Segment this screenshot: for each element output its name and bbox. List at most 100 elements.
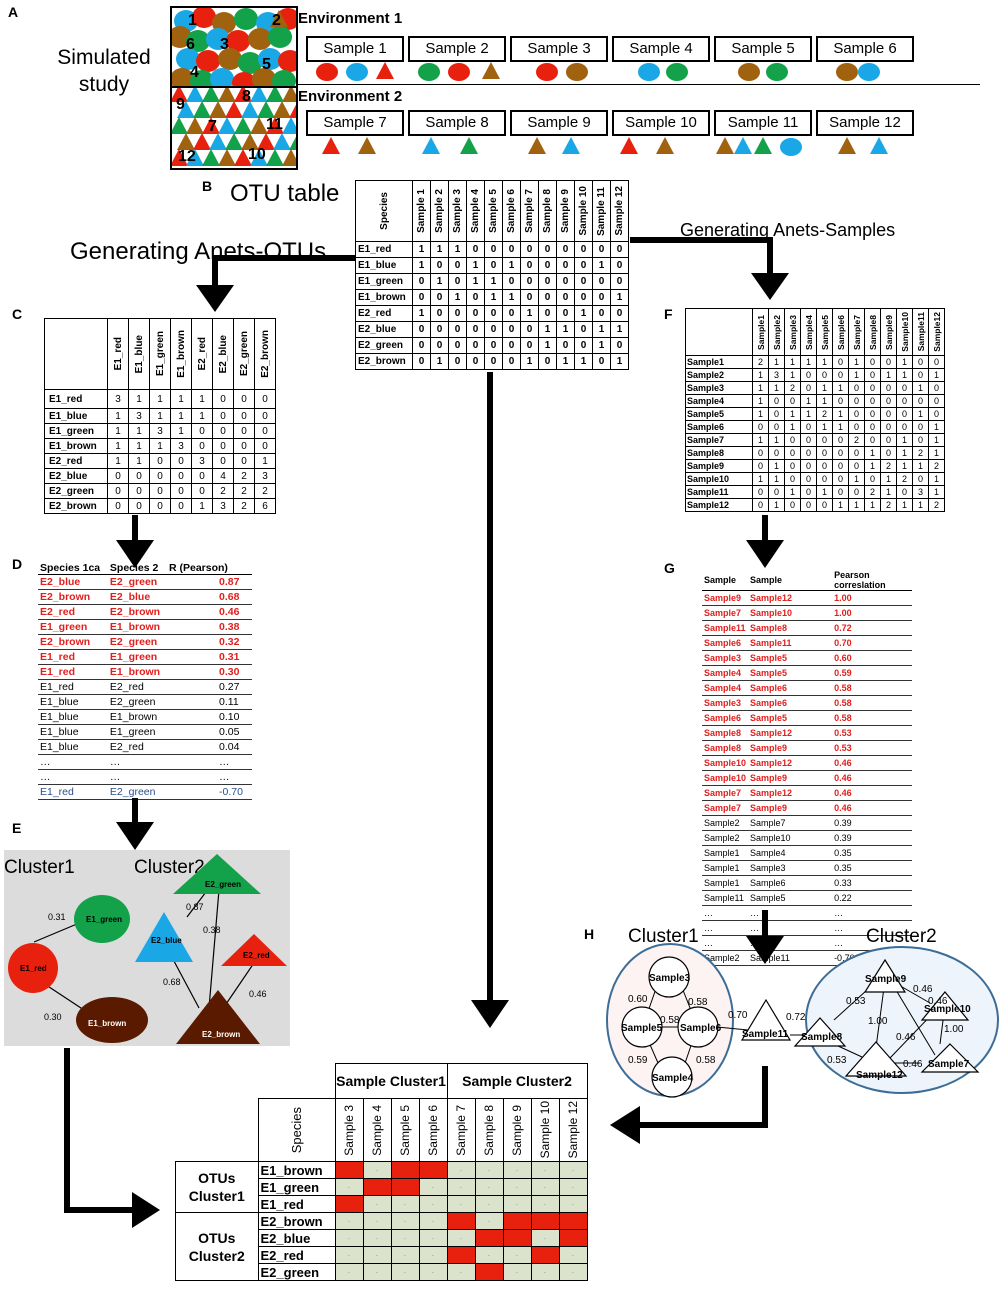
absence-cell: · [474,1178,504,1196]
cell: 1 [752,381,769,395]
presence-cell [334,1195,364,1213]
cell: 0.27 [167,679,252,695]
pool-triangle [186,117,204,134]
cell: 3 [912,485,929,499]
otu-col-header: Sample 1 [416,189,427,233]
cell: E1_brown [107,664,167,680]
row-header: E2_green [257,1263,336,1281]
f-col-header: Sample1 [755,314,766,350]
cell: 1 [752,407,769,421]
absence-cell: · [558,1246,588,1264]
absence-cell: · [362,1161,392,1179]
cell: 0 [448,257,467,274]
cell: 0 [448,273,467,290]
cell: 0 [502,353,521,370]
c-col-header: E1_blue [133,334,145,374]
cell: 0 [212,389,234,409]
cell: 0 [592,241,611,258]
pool-triangle [273,133,291,150]
cell: Sample10 [702,755,749,771]
panel-label-b: B [202,178,213,194]
cell: … [702,935,749,951]
species-triangle [460,137,478,154]
edge-weight-red-brown: 0.30 [44,1012,62,1022]
pool-triangle [186,149,204,166]
cell: 0.58 [794,695,912,711]
cell: 0 [520,273,539,290]
cell: 0 [752,446,769,460]
cell: 0 [170,483,192,499]
cell: 1 [752,368,769,382]
absence-cell: · [418,1263,448,1281]
label-e2-red: E2_red [243,951,270,960]
cell: 0.46 [794,785,912,801]
cell: 1 [880,485,897,499]
edge-weight-red-green: 0.31 [48,912,66,922]
cell: 1 [928,485,945,499]
sample-box: Sample 11 [714,110,812,136]
cell: 0 [784,433,801,447]
cell: 1 [254,453,276,469]
cell: E2_red [107,739,167,755]
corr-header: Sample [748,570,795,591]
cell: Sample8 [702,740,749,756]
cell: 0 [800,446,817,460]
cell: 0 [149,468,171,484]
cell: 1 [149,389,171,409]
cell: 0 [864,433,881,447]
cell: 0 [800,381,817,395]
cell: Sample8 [702,725,749,741]
svg-text:1.00: 1.00 [868,1016,888,1027]
cell: 0 [538,289,557,306]
presence-cell [530,1246,560,1264]
cell: 0 [556,305,575,322]
node-e2-blue [135,912,193,962]
cell: 0 [864,381,881,395]
cell: E1_green [107,649,167,665]
cell: Sample1 [702,875,749,891]
cell: Sample1 [702,860,749,876]
pool-triangle [177,133,195,150]
cell: 0 [520,321,539,338]
pool-triangle [250,149,268,166]
cell: … [167,754,252,770]
cell: 3 [170,438,192,454]
cell: 1.00 [794,605,912,621]
pool-circle [218,48,242,70]
cell: 0 [466,353,485,370]
otu-col-header: Sample 8 [542,189,553,233]
cell: 1 [752,472,769,486]
cell: 0 [912,355,929,369]
cell: 1 [752,433,769,447]
cell: 0.35 [794,860,912,876]
cell: -0.70 [167,784,252,800]
cell: 0 [864,355,881,369]
cell: 0 [912,420,929,434]
cell: 3 [191,453,213,469]
absence-cell: · [390,1246,420,1264]
cell: 0 [816,433,833,447]
cell: 0.58 [794,710,912,726]
cell: 0 [233,438,255,454]
cell: 0 [466,305,485,322]
cell: E1_blue [38,709,108,725]
cell: 2 [752,355,769,369]
cell: 0 [880,407,897,421]
cell: … [794,920,912,936]
svg-text:0.58: 0.58 [696,1055,716,1066]
cell: 1 [430,353,449,370]
cell: 2 [233,468,255,484]
species-circle [766,63,788,81]
row-header: Sample6 [685,420,753,434]
pool-triangle [202,149,220,166]
cell: 1 [896,459,913,473]
cell: … [167,769,252,785]
